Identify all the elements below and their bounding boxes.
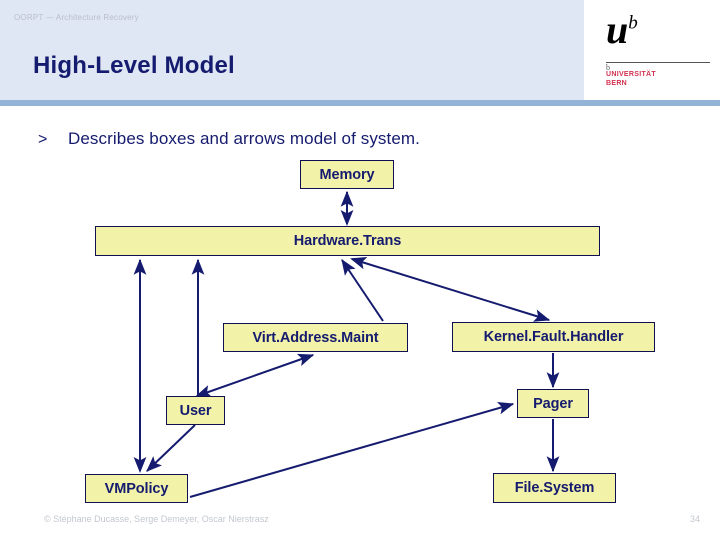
logo-divider: [606, 62, 710, 63]
node-label: Kernel.Fault.Handler: [483, 329, 624, 345]
edge-virtaddress-hardware: [341, 259, 384, 322]
logo-name-line2: BERN: [606, 80, 628, 87]
node-pager[interactable]: Pager: [517, 389, 589, 418]
node-label: Virt.Address.Maint: [252, 329, 379, 346]
bullet-marker-icon: >: [38, 131, 48, 148]
header-accent-band: [0, 100, 720, 106]
edge-virtaddress-user: [195, 353, 315, 398]
node-hardware[interactable]: Hardware.Trans: [95, 226, 600, 256]
page-title: High-Level Model: [33, 52, 235, 79]
edge-user-vmpolicy: [146, 424, 196, 472]
bullet-text: Describes boxes and arrows model of syst…: [68, 129, 420, 148]
university-logo: ub b UNIVERSITÄT BERN: [584, 0, 720, 100]
node-vmpolicy[interactable]: VMPolicy: [85, 474, 188, 503]
node-virtaddress[interactable]: Virt.Address.Maint: [223, 323, 408, 352]
logo-letter-u: u: [606, 7, 629, 52]
bullet-row: > Describes boxes and arrows model of sys…: [38, 129, 420, 149]
logo-tick-mark: b: [606, 63, 610, 72]
node-kernelfault[interactable]: Kernel.Fault.Handler: [452, 322, 655, 352]
edge-hardware-kernelfault: [350, 257, 551, 322]
logo-ub-mark: ub: [606, 10, 638, 50]
logo-university-name: UNIVERSITÄT BERN: [606, 70, 716, 88]
node-label: Hardware.Trans: [293, 233, 402, 249]
node-label: User: [179, 402, 212, 419]
course-label: OORPT — Architecture Recovery: [14, 13, 139, 22]
node-memory[interactable]: Memory: [300, 160, 394, 189]
node-filesystem[interactable]: File.System: [493, 473, 616, 503]
node-label: Memory: [319, 166, 375, 183]
footer-credit: © Stéphane Ducasse, Serge Demeyer, Oscar…: [44, 514, 269, 524]
node-label: VMPolicy: [104, 480, 169, 497]
edge-vmpolicy-pager: [189, 401, 515, 498]
logo-name-line1: UNIVERSITÄT: [606, 71, 656, 78]
footer-page-number: 34: [690, 514, 701, 524]
node-label: Pager: [533, 395, 573, 412]
node-label: File.System: [514, 480, 595, 496]
logo-letter-b: b: [628, 12, 638, 34]
node-user[interactable]: User: [166, 396, 225, 425]
